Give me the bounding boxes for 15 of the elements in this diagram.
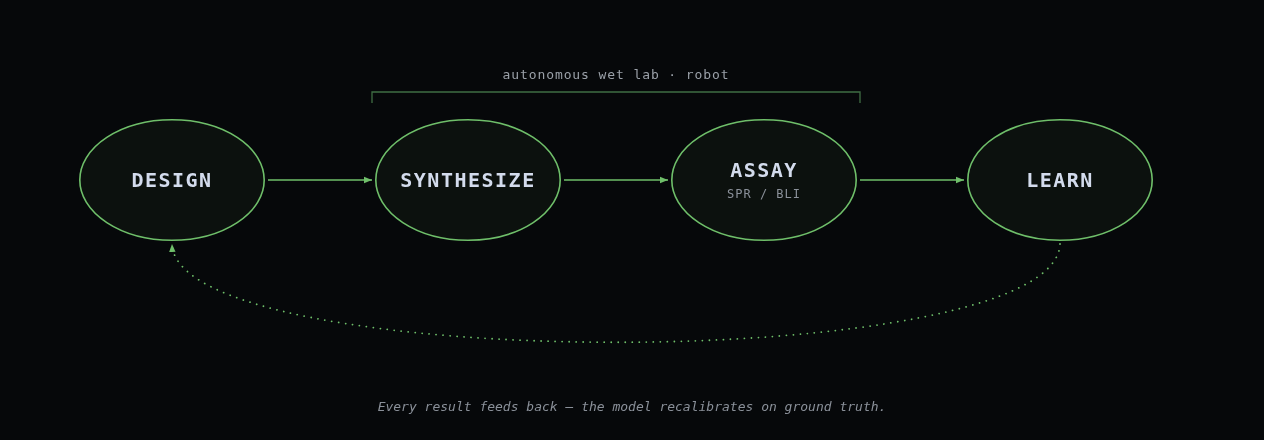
stage-ellipse: [967, 119, 1153, 241]
stage-title: ASSAY: [730, 158, 798, 182]
stage-title: DESIGN: [131, 168, 213, 192]
stage-title: LEARN: [1026, 168, 1094, 192]
dotted-arrow: [171, 243, 1061, 344]
caption: Every result feeds back — the model recalibrates on ground truth.: [377, 398, 887, 416]
arrow: [563, 176, 669, 184]
stage-title: SYNTHESIZE: [400, 168, 536, 192]
stage-ellipse: [671, 119, 857, 241]
bracket-label: autonomous wet lab · robot: [502, 67, 730, 83]
stage-ellipse: [79, 119, 265, 241]
stage-ellipse: [375, 119, 561, 241]
arrow: [859, 176, 965, 184]
stage-subtitle: SPR / BLI: [727, 186, 801, 202]
arrow: [267, 176, 373, 184]
